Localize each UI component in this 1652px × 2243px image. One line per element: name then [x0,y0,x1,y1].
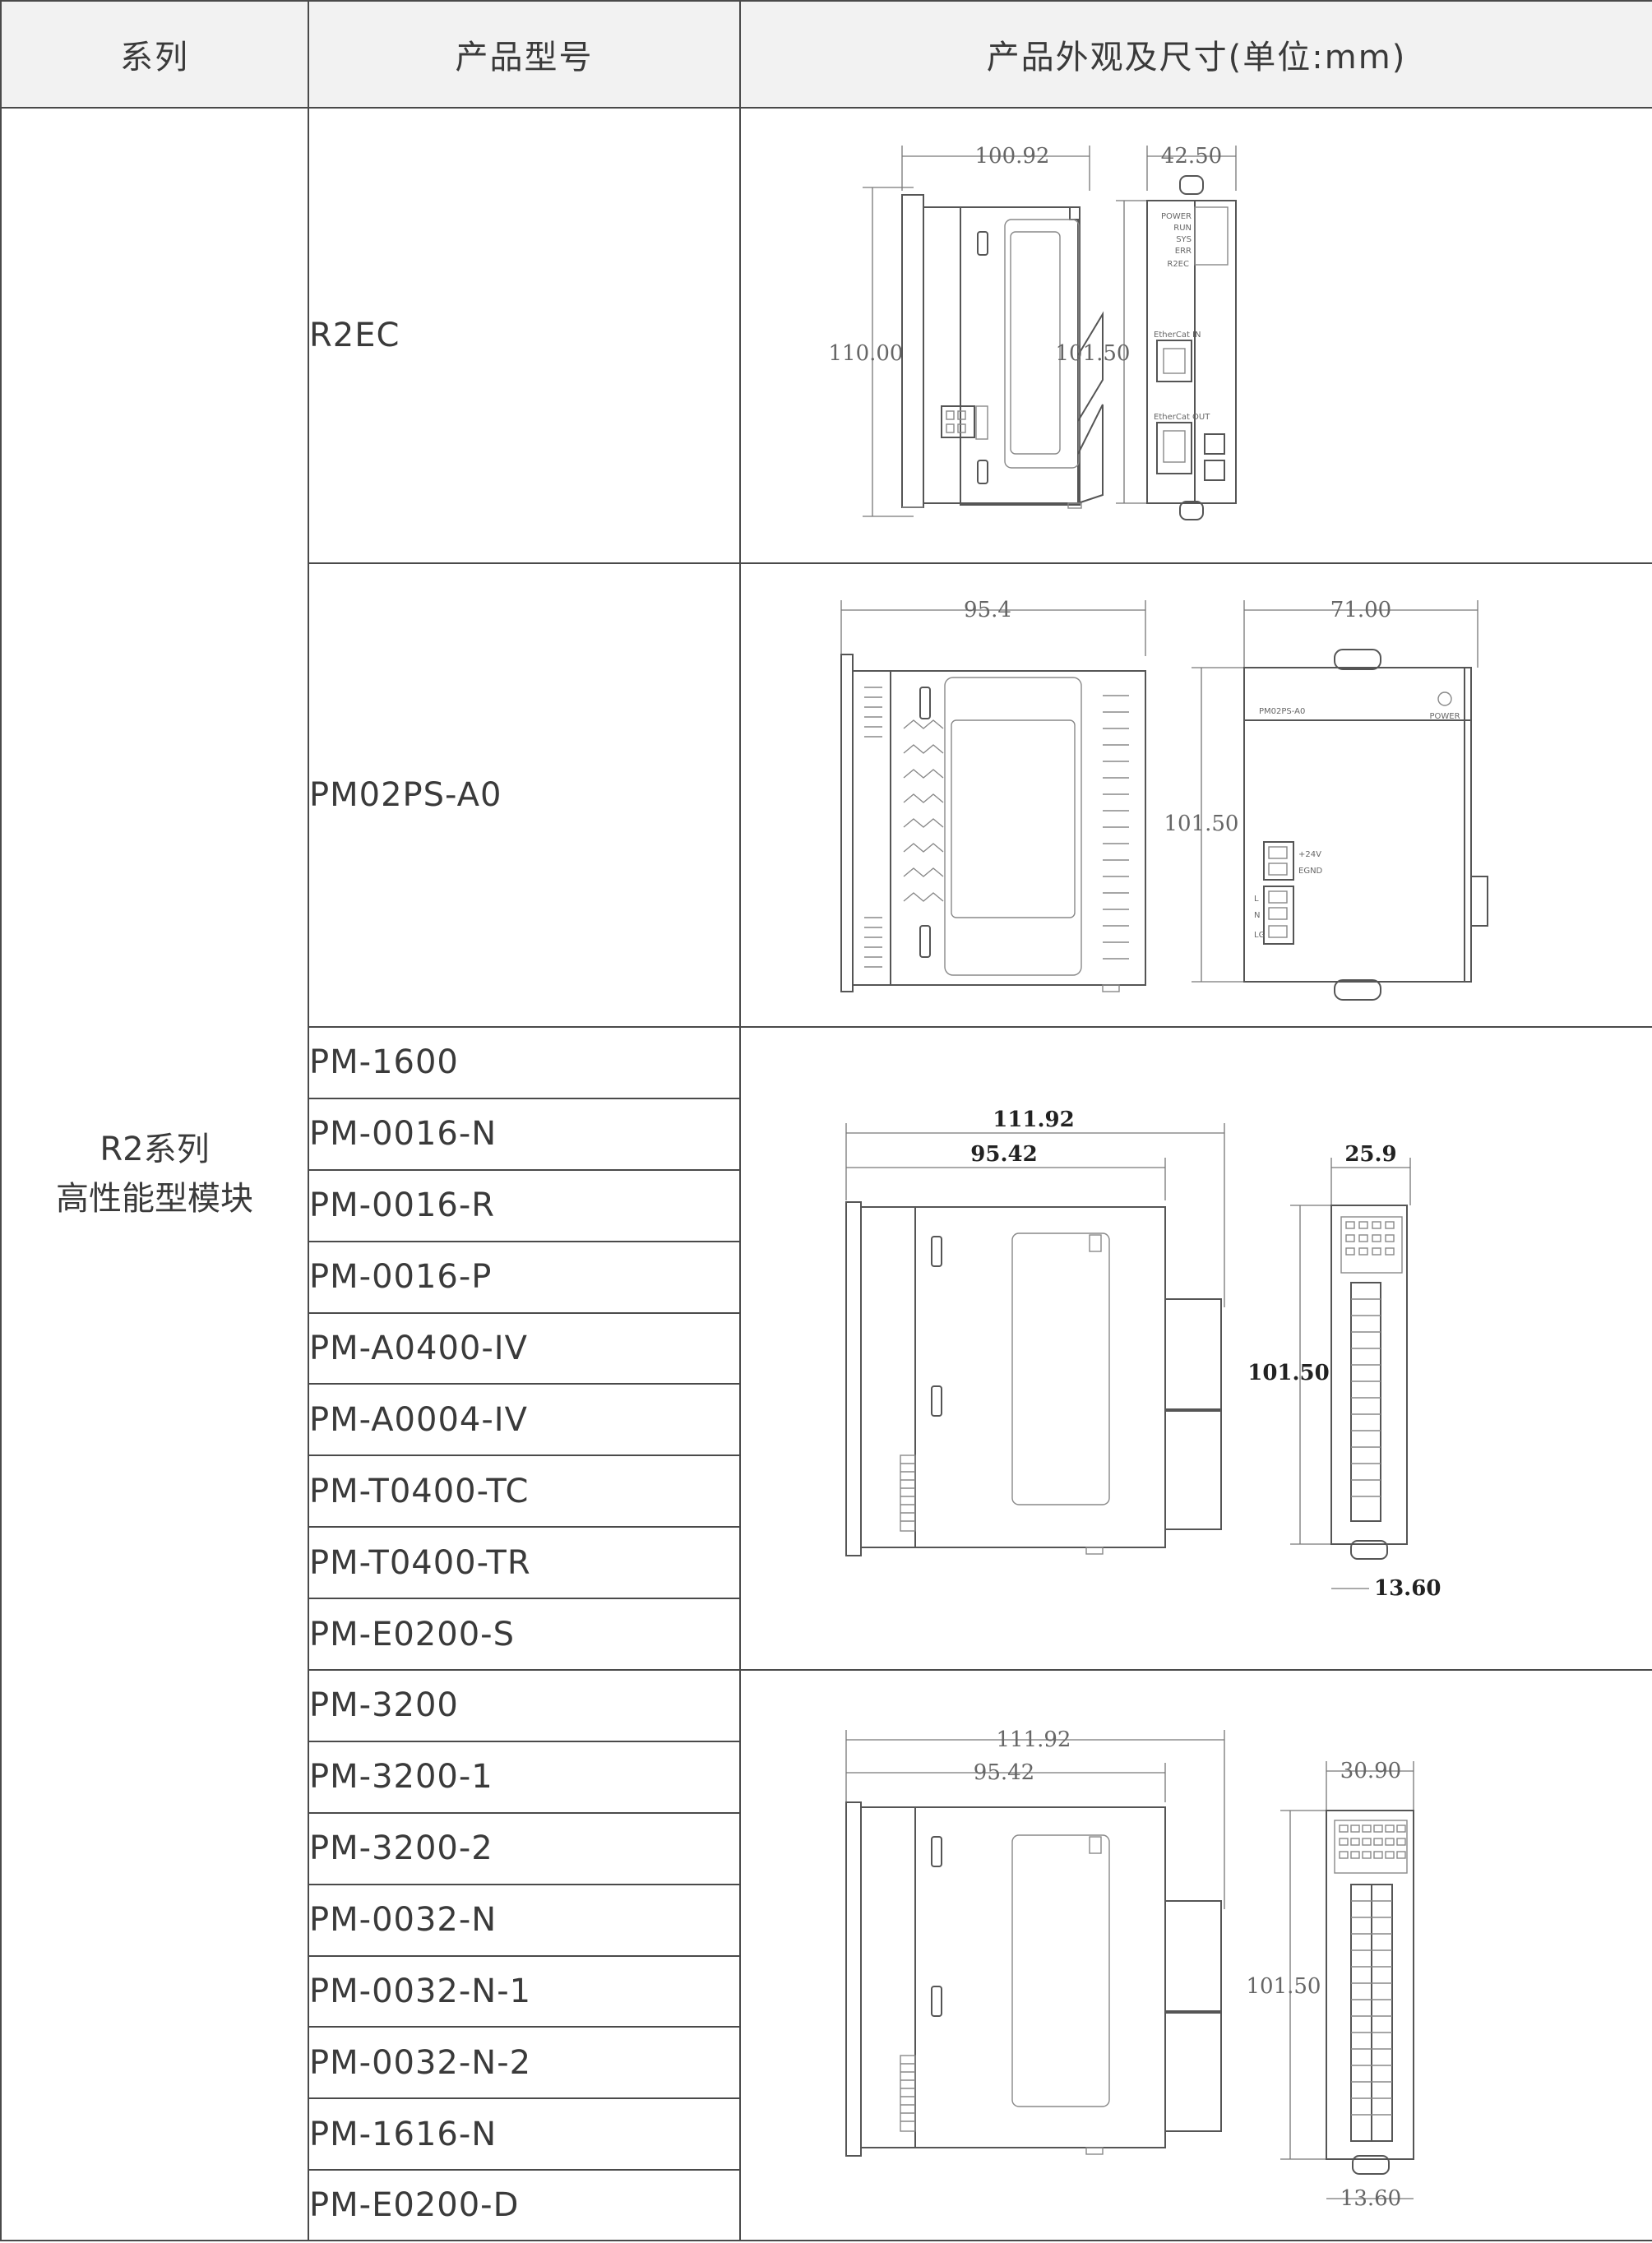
table-row: PM-E0200-S [1,1598,1652,1671]
table-row: PM-1616-N [1,2097,1652,2171]
drawing-cell-pm-16: 111.92 95.42 [739,1026,1652,1671]
model-cell: PM-0016-N [308,1097,741,1171]
table-row: PM-0016-R [1,1168,1652,1242]
table-row: PM-E0200-D [1,2169,1652,2241]
model-cell: PM-T0400-TC [308,1454,741,1528]
drawing-pm02ps: 95.4 [840,598,1488,1001]
r2ec-side-view: 42.50 101.50 POWER RUN SYS ERR R2EC Ethe… [1056,144,1237,520]
model-cell: PM-1600 [308,1026,741,1099]
drawing-cell-pm-32: 111.92 95.42 [739,1669,1652,2241]
model-cell: PM-A0400-IV [308,1311,741,1385]
label-l: L [1254,895,1259,904]
dim-side-width: 42.50 [1161,144,1222,169]
pm02ps-front-view: 95.4 [840,598,1146,992]
dim-front-width-body: 95.42 [970,1142,1037,1167]
table-row: PM-3200-2 [1,1811,1652,1885]
table-row: PM-1600 111.92 95.42 [1,1026,1652,1671]
drawing-cell-pm02ps: 95.4 [739,562,1652,1028]
table-row: PM-0032-N-2 [1,2026,1652,2100]
table-row: PM-A0004-IV [1,1383,1652,1457]
table-row: PM-A0400-IV [1,1311,1652,1385]
drawing-r2ec: 100.92 110.00 [829,144,1237,520]
table-row: PM-0016-N [1,1097,1652,1171]
label-lg: LG [1254,931,1265,940]
table-row: PM-3200-1 [1,1740,1652,1814]
label-err: ERR [1175,247,1192,256]
table-row: PM02PS-A0 95.4 [1,562,1652,1028]
label-sys: SYS [1176,235,1192,244]
model-cell: R2EC [308,107,741,564]
dim-side-bottom: 13.60 [1340,2186,1401,2211]
pm16-front-view: 111.92 95.42 [845,1108,1225,1556]
label-ethercat-in: EtherCat IN [1154,331,1201,340]
dim-front-width-total: 111.92 [993,1108,1075,1132]
header-series: 系列 [0,0,309,109]
dim-side-height: 101.50 [1247,1974,1321,1999]
header-row: 系列 产品型号 产品外观及尺寸(单位:mm) [0,0,1652,109]
table-row: PM-0032-N-1 [1,1954,1652,2028]
model-cell: PM02PS-A0 [308,562,741,1028]
model-cell: PM-3200-2 [308,1811,741,1885]
model-cell: PM-0032-N-1 [308,1954,741,2028]
pm16-side-view: 25.9 101.50 [1247,1142,1441,1601]
model-cell: PM-0032-N [308,1883,741,1957]
label-power: POWER [1429,712,1460,721]
label-model: R2EC [1167,260,1189,269]
model-cell: PM-3200-1 [308,1740,741,1814]
dim-side-width: 30.90 [1340,1759,1401,1783]
model-cell: PM-0016-P [308,1240,741,1314]
model-cell: PM-A0004-IV [308,1383,741,1457]
pm32-front-view: 111.92 95.42 [845,1727,1225,2157]
header-model: 产品型号 [308,0,741,109]
pm32-side-view: 30.90 101.50 [1247,1759,1414,2211]
label-n: N [1254,911,1260,920]
r2ec-front-view: 100.92 110.00 [829,144,1104,517]
table-row: PM-T0400-TC [1,1454,1652,1528]
drawing-pm-32: 111.92 95.42 [845,1727,1414,2211]
dim-side-bottom: 13.60 [1374,1576,1441,1601]
model-cell: PM-E0200-D [308,2169,741,2241]
model-cell: PM-1616-N [308,2097,741,2171]
series-cell: R2系列 高性能型模块 [0,107,309,2241]
model-cell: PM-T0400-TR [308,1526,741,1599]
header-drawing: 产品外观及尺寸(单位:mm) [739,0,1652,109]
dim-front-width: 100.92 [975,144,1050,169]
series-subtitle: 高性能型模块 [56,1180,253,1218]
label-24v: +24V [1298,850,1321,859]
dim-front-width: 95.4 [964,598,1011,622]
dim-side-height: 101.50 [1247,1361,1330,1385]
model-cell: PM-0032-N-2 [308,2026,741,2100]
label-egnd: EGND [1298,867,1323,876]
dim-front-width-body: 95.42 [974,1760,1034,1785]
drawing-pm-16: 111.92 95.42 [845,1108,1441,1601]
label-run: RUN [1173,224,1192,233]
drawing-cell-r2ec: 100.92 110.00 [739,107,1652,564]
dim-side-width: 25.9 [1344,1142,1396,1167]
pm02ps-side-view: 71.00 101.50 PM02PS-A0 POWER +24V EGND [1164,598,1488,1001]
table-row: PM-0016-P [1,1240,1652,1314]
label-model: PM02PS-A0 [1259,707,1305,716]
dim-front-width-total: 111.92 [997,1727,1071,1752]
dim-side-height: 101.50 [1164,812,1239,836]
label-power: POWER [1161,212,1192,221]
model-cell: PM-0016-R [308,1168,741,1242]
label-ethercat-out: EtherCat OUT [1154,413,1210,422]
dim-front-height: 110.00 [829,341,904,366]
dim-side-height: 101.50 [1056,341,1131,366]
series-name: R2系列 [99,1131,210,1168]
dim-side-width: 71.00 [1330,598,1391,622]
model-cell: PM-E0200-S [308,1598,741,1671]
table-row: R2系列 高性能型模块 R2EC 100.92 110.00 [0,107,1652,2241]
table-row: PM-T0400-TR [1,1526,1652,1599]
model-cell: PM-3200 [308,1669,741,1742]
table-row: PM-0032-N [1,1883,1652,1957]
